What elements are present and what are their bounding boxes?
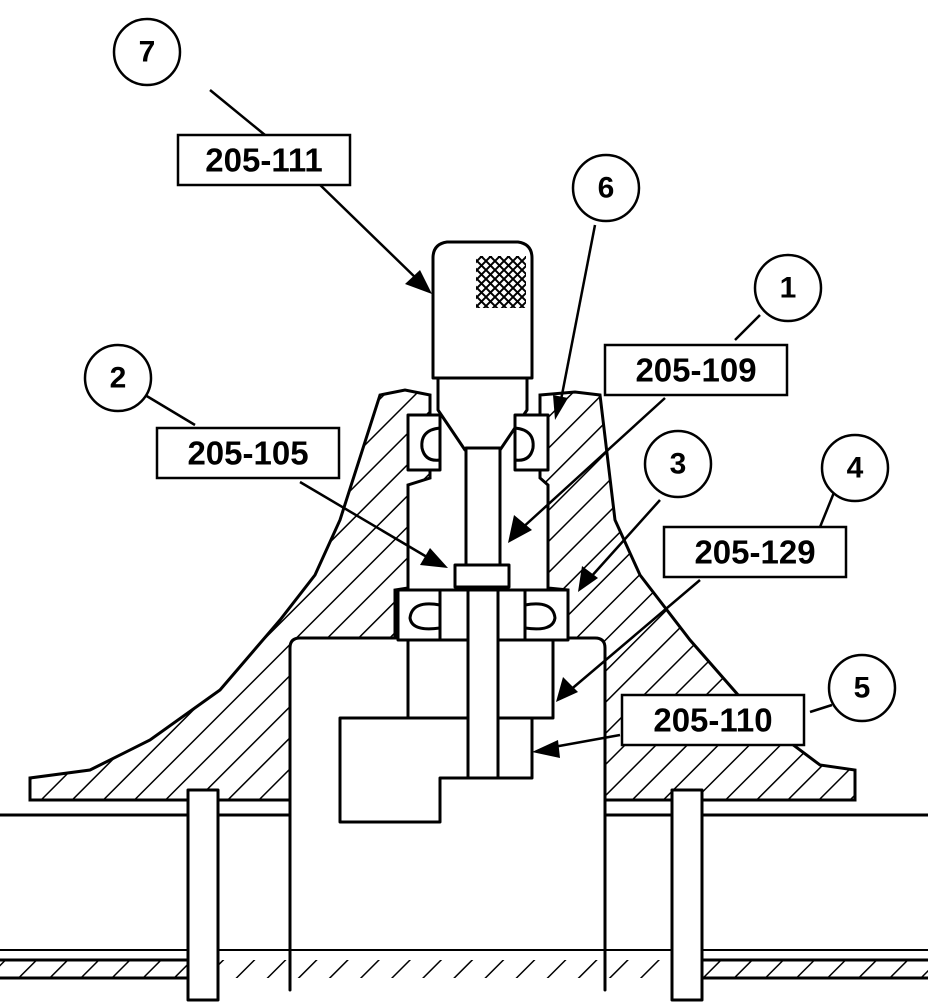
- callout-4-number: 4: [847, 452, 864, 485]
- callout-1-number: 1: [780, 272, 797, 305]
- callout-5: 5 205-110: [620, 653, 897, 747]
- callout-6: 6: [571, 153, 641, 223]
- centre-shaft: [466, 588, 500, 780]
- leader-lines: [144, 89, 837, 758]
- callout-5-tool-number: 205-110: [653, 702, 772, 739]
- callout-2-tool-number: 205-105: [187, 435, 308, 472]
- callout-2-number: 2: [110, 362, 127, 395]
- callout-4: 4 205-129: [662, 433, 890, 579]
- callout-7-tool-number: 205-111: [205, 142, 322, 179]
- callout-2: 2 205-105: [83, 343, 341, 480]
- callout-5-number: 5: [854, 672, 871, 705]
- handle-tool: [431, 240, 534, 570]
- callout-3-number: 3: [670, 448, 687, 481]
- callout-4-tool-number: 205-129: [694, 534, 815, 571]
- holder-tool: [338, 716, 534, 824]
- axle-housing: [28, 388, 857, 802]
- left-bolt: [186, 788, 220, 1002]
- callout-6-number: 6: [598, 172, 615, 205]
- right-bolt: [670, 788, 704, 1002]
- callout-3: 3: [643, 429, 713, 499]
- callout-7: 7 205-111: [112, 17, 352, 187]
- callout-1: 1 205-109: [603, 253, 823, 397]
- carrier-lower-section: [0, 788, 928, 1002]
- pilot-tool: [453, 563, 511, 589]
- callout-1-tool-number: 205-109: [635, 352, 756, 389]
- callout-7-number: 7: [139, 36, 156, 69]
- upper-oil-seal: [406, 413, 550, 472]
